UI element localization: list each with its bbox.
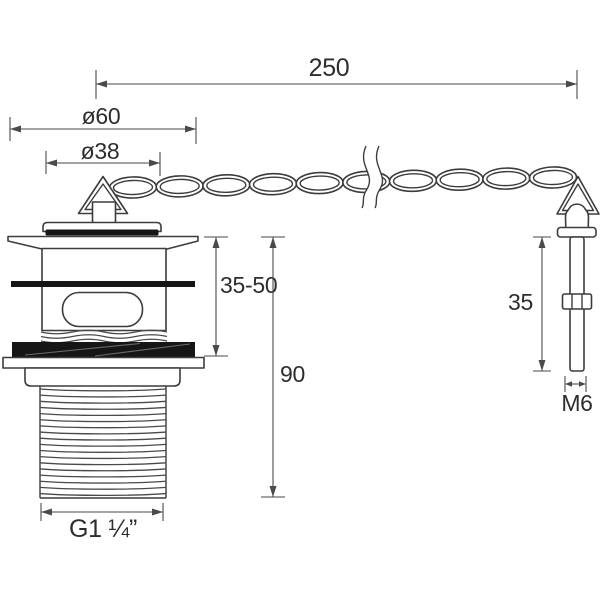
thread-line [39,443,167,447]
dimension-tail-thread: G1 ¼” [40,503,164,543]
dim-label-m6: M6 [561,390,592,416]
chain-break-mark [361,145,384,209]
chain-stay [556,175,600,372]
rubber-seal-washer [11,281,195,287]
thread-line [39,480,167,484]
dim-label-35: 35 [508,289,533,315]
thread-line [39,400,167,404]
dimension-stay-thread: M6 [561,376,593,416]
dimension-chain-length: 250 [95,54,578,99]
tail-threads [39,388,167,496]
plug-post [91,201,117,224]
waste-flange [7,235,199,250]
thread-line [39,419,167,423]
backnut-plate [2,356,205,369]
chain-link [388,169,438,193]
thread-line [39,394,167,398]
thread-line [39,406,167,410]
chain-link [202,173,251,197]
thread-line [39,462,167,466]
waste-plug [42,175,162,236]
dim-label-d38: ø38 [81,138,120,164]
stay-nut [561,293,593,310]
backnut-washer [12,342,195,357]
upper-threads [40,329,168,344]
chain-link [248,172,298,196]
thread-line [39,474,167,478]
waste-body [2,235,205,499]
dimension-body-height: 35-50 [204,236,278,357]
dim-label-d60: ø60 [82,103,121,129]
dimension-overall-height: 90 [261,236,305,498]
plug-chain [108,166,578,199]
plug-cap [42,221,162,233]
stay-flange [556,226,597,238]
thread-line [39,431,167,435]
dimension-plug-diameter: ø38 [45,138,161,176]
chain-link [435,168,484,192]
thread-line [39,425,167,429]
thread-line [39,449,167,453]
thread-line [39,468,167,472]
thread-line [39,437,167,441]
stay-head [564,203,590,230]
overflow-slot [61,291,144,328]
thread-line [39,388,167,392]
chain-link [155,175,204,198]
chain-link [108,176,158,199]
dim-label-35-50: 35-50 [220,272,277,298]
chain-link [295,171,344,195]
thread-line [39,456,167,460]
chain-link [528,166,578,189]
plug-seal [45,229,159,236]
dim-label-g114: G1 ¼” [69,515,137,543]
chain-link [482,167,531,190]
thread-line [39,486,167,490]
thread-line [39,492,167,496]
thread-line [39,412,167,417]
dimension-flange-diameter: ø60 [9,103,197,144]
dimension-stay-length: 35 [508,236,551,372]
dim-label-250: 250 [309,54,350,82]
threaded-tail [39,386,167,499]
dim-label-90: 90 [280,361,305,387]
backnut [24,367,181,387]
